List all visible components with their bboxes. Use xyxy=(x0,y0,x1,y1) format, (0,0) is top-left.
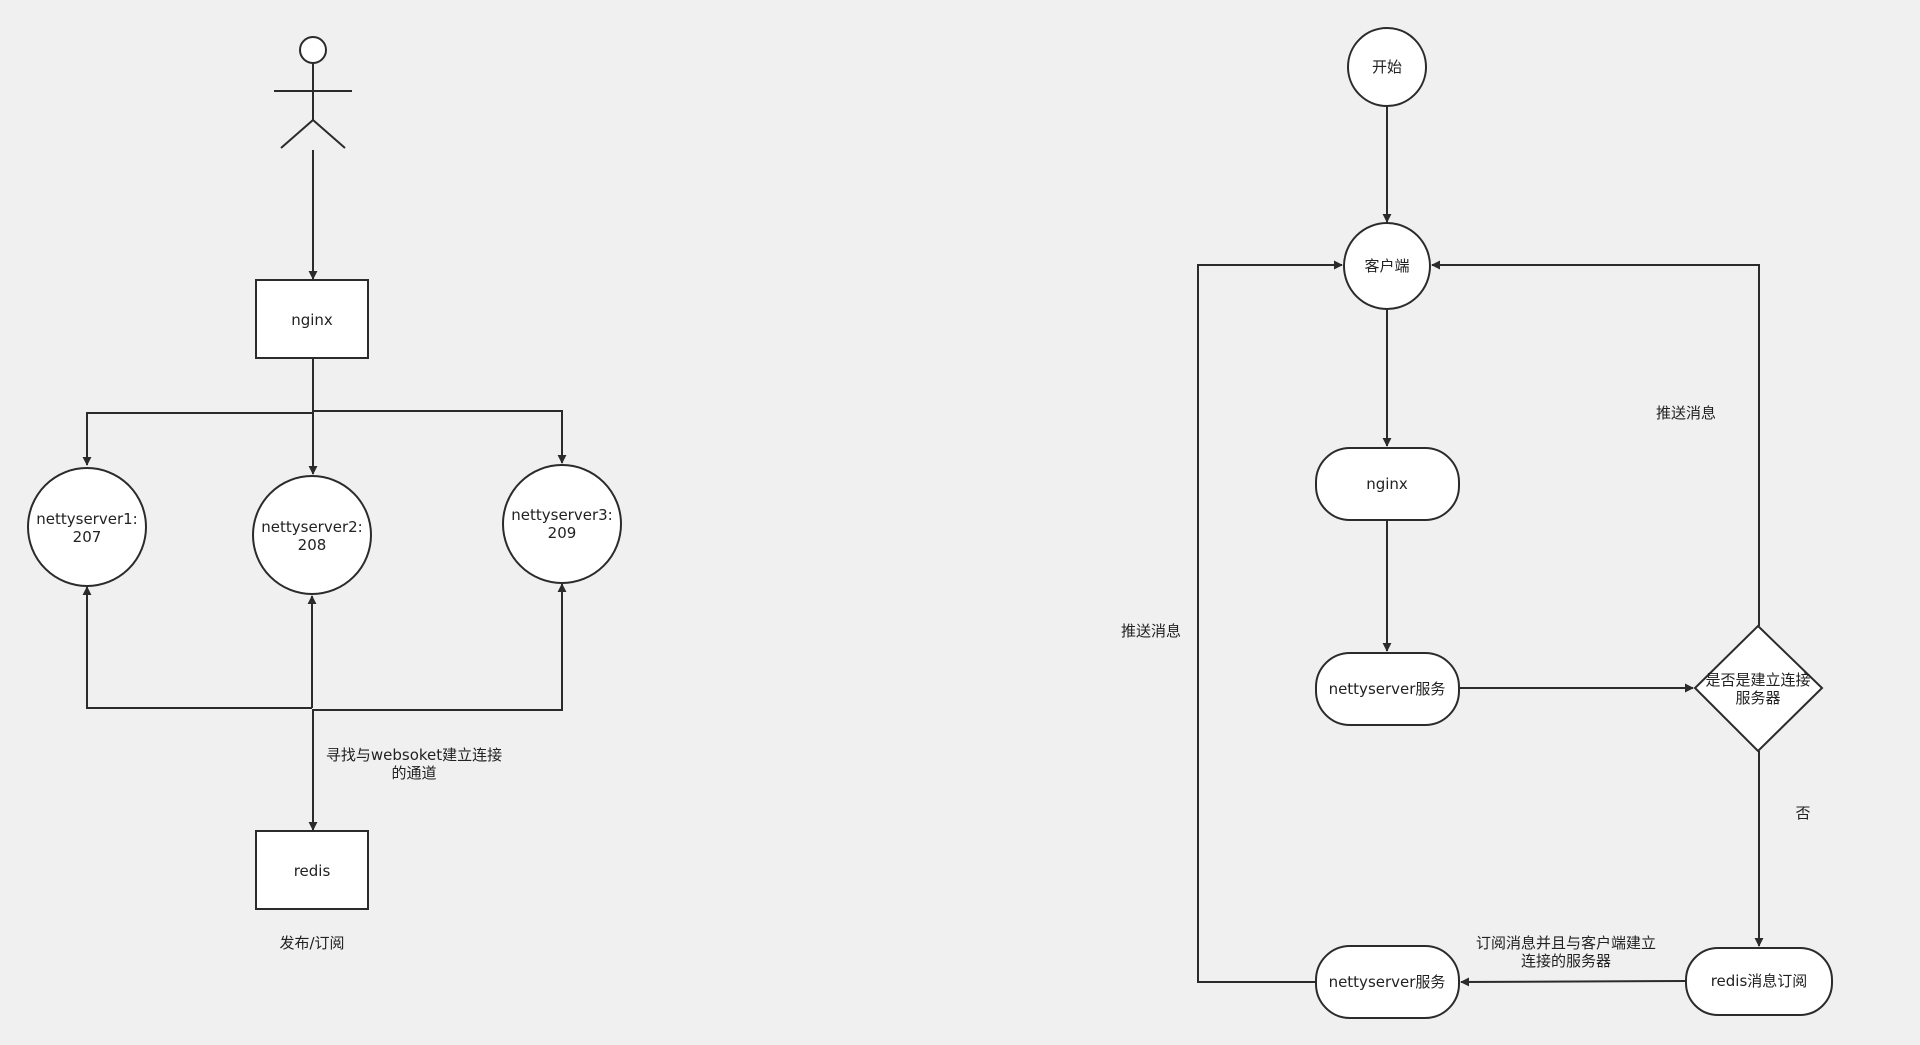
decision-node[interactable]: 是否是建立连接 服务器 xyxy=(1693,624,1824,753)
nettyserver3-port: 209 xyxy=(548,524,577,542)
nettyserver1-label: nettyserver1: xyxy=(36,510,137,528)
subscribe-label-1: 订阅消息并且与客户端建立 xyxy=(1476,934,1656,952)
edge-decision-to-client xyxy=(1431,260,1760,626)
left-architecture-diagram: nginx nettyserver1: 207 nettyserver2: 20… xyxy=(27,36,622,952)
edge-nginx-to-server3 xyxy=(313,410,567,464)
edge-label-find-channel-1: 寻找与websoket建立连接 xyxy=(326,746,502,764)
start-node[interactable]: 开始 xyxy=(1347,27,1427,107)
push-message-left: 推送消息 xyxy=(1121,622,1181,640)
decision-label-1: 是否是建立连接 xyxy=(1705,671,1810,689)
edge-nginx-to-server1 xyxy=(82,412,313,466)
start-label: 开始 xyxy=(1372,58,1402,76)
client-label: 客户端 xyxy=(1364,257,1409,275)
subscribe-label-2: 连接的服务器 xyxy=(1521,952,1611,970)
redis-node[interactable]: redis xyxy=(255,830,369,910)
nettyserver1-port: 207 xyxy=(73,528,102,546)
redis-caption: 发布/订阅 xyxy=(279,934,344,952)
redis-label: redis xyxy=(294,862,331,880)
nettyserver2-node[interactable]: nettyserver2: 208 xyxy=(252,475,372,595)
nettyserver1-node[interactable]: nettyserver1: 207 xyxy=(27,467,147,587)
nginx-node[interactable]: nginx xyxy=(255,279,369,359)
edge-netty2-to-client xyxy=(1197,260,1343,983)
nettyserver2-label: nettyserver2: xyxy=(261,518,362,536)
edge-redis-to-server1 xyxy=(82,586,312,709)
edge-label-find-channel-2: 的通道 xyxy=(391,764,436,782)
flow-nginx-node[interactable]: nginx xyxy=(1315,447,1460,521)
no-label: 否 xyxy=(1795,804,1810,822)
nettyserver-service-node[interactable]: nettyserver服务 xyxy=(1315,652,1460,726)
nettyserver2-port: 208 xyxy=(298,536,327,554)
user-actor-icon xyxy=(274,36,352,149)
redis-subscribe-label: redis消息订阅 xyxy=(1711,972,1808,990)
decision-label-2: 服务器 xyxy=(1735,689,1780,707)
nginx-label: nginx xyxy=(291,311,333,329)
nettyserver-service-label: nettyserver服务 xyxy=(1329,680,1446,698)
client-node[interactable]: 客户端 xyxy=(1343,222,1431,310)
flow-nginx-label: nginx xyxy=(1366,475,1408,493)
edge-redis-to-netty2 xyxy=(1460,977,1687,987)
redis-subscribe-node[interactable]: redis消息订阅 xyxy=(1685,947,1833,1016)
nettyserver3-node[interactable]: nettyserver3: 209 xyxy=(502,464,622,584)
edge-redis-to-server3 xyxy=(312,583,567,711)
push-message-right: 推送消息 xyxy=(1656,404,1716,422)
nettyserver-service-2-node[interactable]: nettyserver服务 xyxy=(1315,945,1460,1019)
nettyserver3-label: nettyserver3: xyxy=(511,506,612,524)
right-flowchart: 开始 客户端 nginx nettyserver服务 是否是建立连接 服务器 xyxy=(1121,27,1833,1019)
nettyserver-service-2-label: nettyserver服务 xyxy=(1329,973,1446,991)
